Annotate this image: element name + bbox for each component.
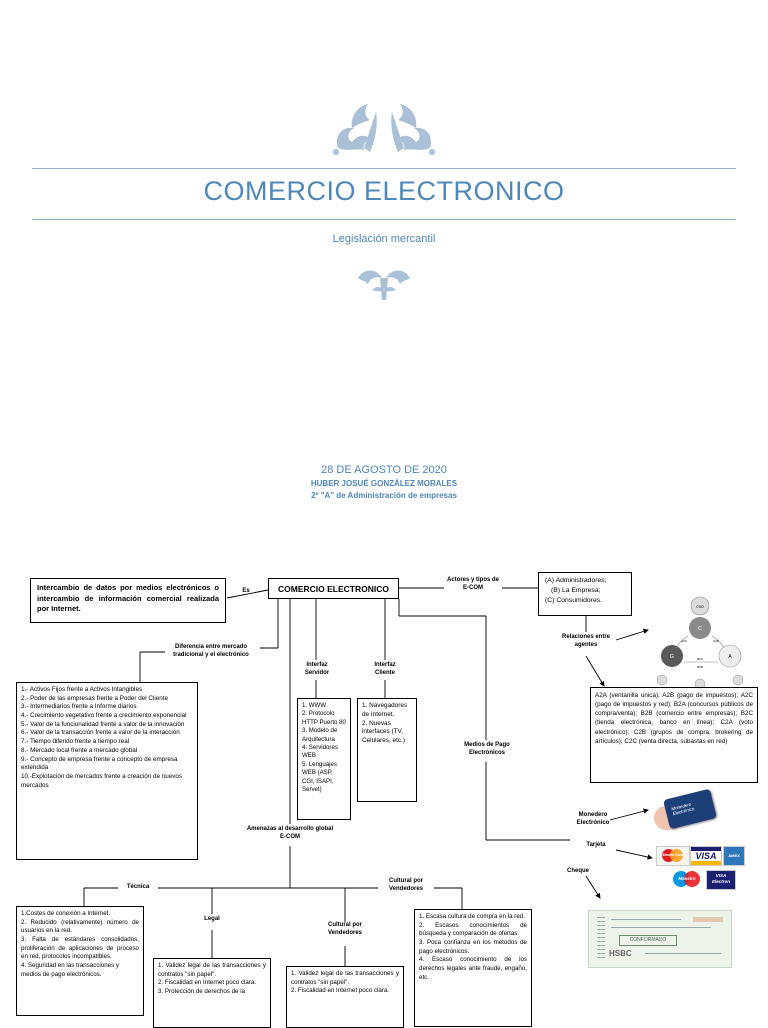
document-subtitle: Legislación mercantil	[332, 233, 436, 245]
legal-item: 3. Protección de derechos de la	[158, 988, 246, 996]
payment-card-label: Tarjeta	[586, 842, 606, 848]
difference-item: 5.- Valor de la funcionalidad frente a v…	[21, 720, 185, 728]
server-item: 5. Lenguajes WEB (ASP, CGI, ISAPI, Serve…	[302, 760, 337, 794]
document-title: COMERCIO ELECTRONICO	[203, 176, 565, 206]
difference-item: 1.- Activos Fijos frente a Activos Intan…	[21, 686, 143, 693]
payment-cheque-label: Cheque	[566, 868, 589, 874]
mastercard-logo: MasterCard	[656, 846, 690, 866]
technical-item: 1.Costes de conexión a Internet.	[21, 910, 111, 917]
card-brands: MasterCard VISA AMEX Maestro VISA Electr…	[656, 846, 748, 892]
relations-diagram: CSO C G A B2A B2B A2A A2B	[656, 596, 744, 690]
link-payment: Medios de Pago Electrónicos	[458, 742, 516, 758]
wallet-card-text: Monedero Electrónico	[670, 801, 695, 817]
document-course: 2º "A" de Administración de empresas	[311, 491, 457, 500]
main-node: COMERCIO ELECTRONICO	[268, 578, 399, 599]
threat-technical-label: Técnica	[118, 884, 158, 892]
vendor-item: 1. Escasa cultura de compra en la red.	[419, 913, 525, 920]
document-author: HUBER JOSUÉ GONZÁLEZ MORALES	[310, 479, 458, 488]
server-item: 1. WWW	[302, 702, 327, 709]
threat-legal-label: Legal	[198, 916, 226, 924]
actor-item: (C) Consumidores.	[545, 596, 603, 604]
svg-text:C: C	[698, 626, 702, 632]
technical-item: 4. Seguridad en las transacciones y medi…	[21, 962, 120, 978]
link-difference: Diferencia entre mercado tradicional y e…	[173, 644, 249, 658]
legal-item: 2. Fiscalidad en Internet poco clara.	[158, 979, 257, 987]
top-ornament	[333, 104, 435, 155]
client-item: 2. Nuevas interfaces (TV, Celulares, etc…	[362, 719, 405, 745]
svg-text:G: G	[670, 654, 674, 660]
technical-item: 3. Falta de estándares consolidados, pro…	[21, 936, 139, 961]
link-actors: Actores y tipos de E-COM	[444, 577, 502, 593]
cultural-item: 1. Validez legal de las transacciones y …	[291, 970, 399, 986]
relations-box: A2A (ventanilla única); A2B (pago de imp…	[590, 687, 758, 783]
server-item: 2. Protocolo HTTP Puerto 80	[302, 710, 346, 726]
link-relations: Relaciones entre agentes	[561, 634, 611, 648]
payment-wallet-label: Monedero Electrónico	[576, 812, 610, 826]
svg-text:B2A: B2A	[697, 657, 703, 661]
actors-box: (A) Administradores; (B) La Empresa; (C)…	[538, 572, 632, 616]
server-item: 4. Servidores WEB	[302, 744, 338, 760]
middle-ornament	[358, 270, 410, 300]
difference-item: 9.- Concepto de empresa frente a concept…	[21, 755, 178, 772]
svg-text:CSO: CSO	[696, 605, 704, 609]
vendor-item: 2. Escasos conocimientos de búsqueda y c…	[419, 921, 527, 938]
difference-item: 7.- Tiempo diferido frente a tiempo real	[21, 738, 130, 746]
legal-item: 1. Validez legal de las transacciones y …	[158, 962, 266, 978]
definition-box: Intercambio de datos por medios electrón…	[30, 578, 226, 623]
link-threats: Amenazas al desarrollo global E-COM	[244, 826, 336, 842]
link-es: Es	[242, 588, 250, 594]
difference-item: 6.- Valor de la transacción frente a val…	[21, 729, 180, 737]
technical-threats-box: 1.Costes de conexión a Internet. 2. Redu…	[16, 906, 144, 1016]
cheque-bank: HSBC	[609, 949, 632, 958]
visa-electron-logo: VISA Electron	[706, 870, 736, 890]
actor-item: (A) Administradores;	[545, 577, 607, 584]
client-interface-box: 1. Navegadores de Internet. 2. Nuevas in…	[357, 698, 417, 802]
legal-threats-box: 1. Validez legal de las transacciones y …	[153, 958, 271, 1028]
cultural-threats-box: 1. Validez legal de las transacciones y …	[286, 966, 404, 1028]
difference-item: 2.- Poder de las empresas frente a Poder…	[21, 694, 169, 702]
document-date: 28 DE AGOSTO DE 2020	[321, 464, 447, 476]
vendor-threats-box: 1. Escasa cultura de compra en la red. 2…	[414, 909, 532, 1027]
server-item: 3. Modelo de Arquitectura	[302, 727, 338, 743]
svg-text:A: A	[728, 654, 732, 660]
difference-item: 4.- Crecimiento vegetativo frente a crec…	[21, 712, 187, 720]
vendor-item: 4. Escaso conocimiento de los derechos l…	[419, 956, 527, 981]
difference-item: 3.- Intermediarios frente a Informe diar…	[21, 703, 137, 711]
wallet-card-image: Monedero Electrónico	[654, 788, 718, 832]
client-item: 1. Navegadores de Internet.	[362, 702, 408, 718]
threat-cultural-label: Cultural por Vendedores	[318, 922, 372, 938]
cultural-item: 2. Fiscalidad en Internet poco clara.	[291, 987, 390, 995]
difference-item: 8.- Mercado local frente a mercado globa…	[21, 746, 138, 754]
link-server: Interfaz Servidor	[298, 662, 336, 678]
vendor-item: 3. Poca confianza en los métodos de pago…	[419, 939, 527, 955]
threat-vendor-label: Cultural por Vendedores	[378, 878, 434, 894]
differences-box: 1.- Activos Fijos frente a Activos Intan…	[16, 682, 198, 860]
link-client: Interfaz Cliente	[366, 662, 404, 678]
maestro-logo: Maestro	[672, 870, 702, 888]
svg-text:B2B: B2B	[697, 665, 703, 669]
visa-logo: VISA	[690, 846, 722, 866]
svg-text:A2A: A2A	[681, 639, 687, 643]
actor-item: (B) La Empresa;	[551, 586, 601, 594]
cheque-image: CONFORMADO HSBC	[588, 910, 732, 968]
server-interface-box: 1. WWW 2. Protocolo HTTP Puerto 80 3. Mo…	[297, 698, 351, 820]
title-rule-top	[32, 168, 736, 169]
technical-item: 2. Reducido (relativamente) número de us…	[21, 918, 139, 935]
svg-text:A2B: A2B	[713, 639, 719, 643]
difference-item: 10.-Explotación de mercados frente a cre…	[21, 772, 183, 789]
title-rule-bottom	[32, 219, 736, 220]
cheque-stamp: CONFORMADO	[619, 935, 677, 946]
amex-logo: AMEX	[723, 846, 745, 866]
